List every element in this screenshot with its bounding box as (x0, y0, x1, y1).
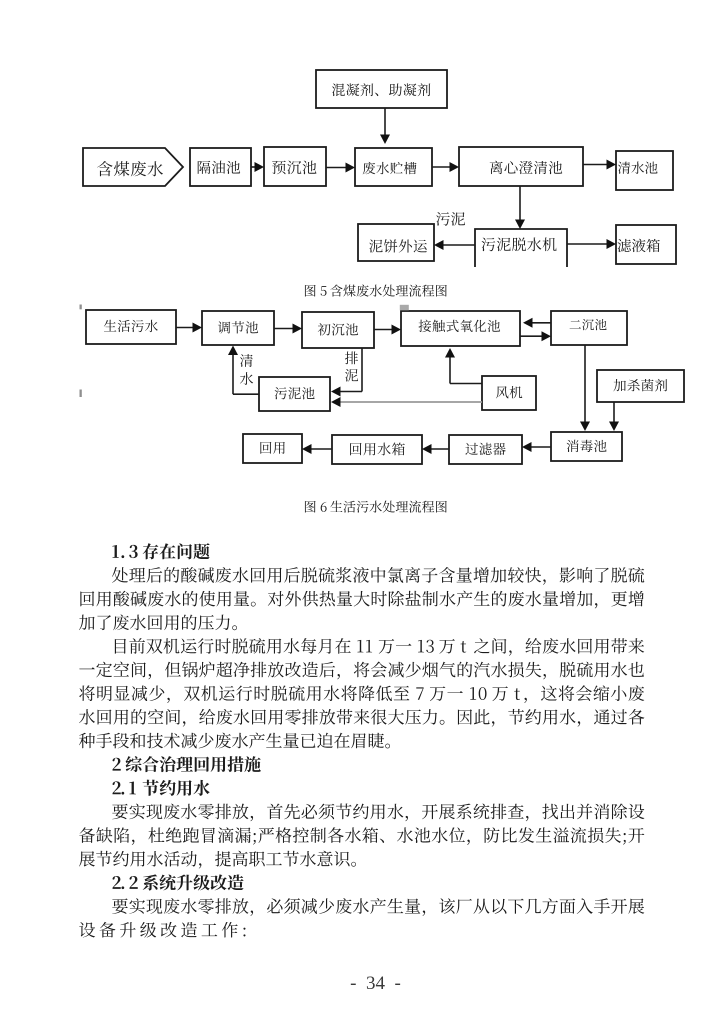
svg-text:- 34 -: - 34 - (350, 973, 401, 994)
